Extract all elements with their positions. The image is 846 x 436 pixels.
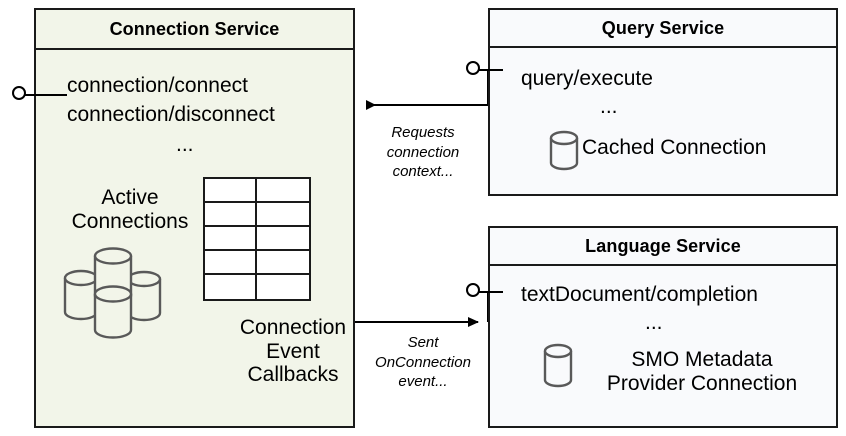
provided-interface-lollipop-icon (12, 86, 26, 100)
table-grid-icon (203, 177, 311, 301)
smo-metadata-provider-connection-label: SMO Metadata Provider Connection (606, 348, 798, 395)
connection-service-body: connection/connect connection/disconnect… (36, 50, 353, 426)
connector-query-to-connection (366, 70, 489, 110)
operation-connection-disconnect[interactable]: connection/disconnect (67, 103, 275, 126)
connection-event-callbacks-label: Connection Event Callbacks (239, 316, 347, 387)
query-service-body: query/execute ... Cached Connection (490, 48, 836, 194)
connection-service-ellipsis: ... (176, 133, 194, 156)
query-service-box[interactable]: Query Service query/execute ... Cached C… (488, 8, 838, 196)
connection-service-title: Connection Service (36, 10, 353, 50)
language-service-box[interactable]: Language Service textDocument/completion… (488, 226, 838, 428)
operation-textdocument-completion[interactable]: textDocument/completion (521, 283, 758, 306)
provided-interface-lollipop-icon (466, 283, 480, 297)
language-service-ellipsis: ... (645, 311, 663, 334)
query-service-ellipsis: ... (600, 95, 618, 118)
provided-interface-lollipop-icon (466, 61, 480, 75)
active-connections-label: Active Connections (71, 186, 189, 233)
operation-query-execute[interactable]: query/execute (521, 67, 653, 90)
cached-connection-label: Cached Connection (582, 136, 767, 159)
cylinder-database-icon (549, 130, 579, 171)
language-service-title: Language Service (490, 228, 836, 266)
connector-label-requests-connection-context: Requests connection context... (386, 124, 460, 180)
language-service-body: textDocument/completion ... SMO Metadata… (490, 266, 836, 426)
query-service-title: Query Service (490, 10, 836, 48)
operation-connection-connect[interactable]: connection/connect (67, 74, 248, 97)
connector-label-sent-onconnection-event: Sent OnConnection event... (375, 334, 471, 390)
cylinder-database-icon (543, 343, 573, 388)
multi-cylinder-database-icon (63, 247, 162, 339)
